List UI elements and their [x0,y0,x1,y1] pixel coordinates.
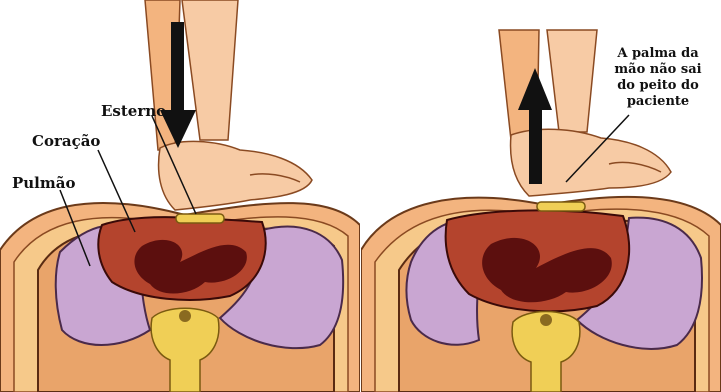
label-esterno: Esterno [101,102,166,120]
hand [159,141,312,210]
spinal-canal [540,314,552,326]
arrow-shaft [529,108,542,184]
palm-note-line-4: paciente [604,94,712,110]
sternum [537,202,585,211]
palm-note-line-1: A palma da [604,46,712,62]
torso-cross-section [0,203,360,392]
rescuer-hands [145,0,312,210]
compression-panel: Esterno Coração Pulmão [0,0,360,392]
spinal-canal [179,310,191,322]
compression-illustration [0,0,360,392]
sternum [176,214,224,223]
forearm-right [547,30,597,132]
palm-note-line-2: mão não sai [604,62,712,78]
torso-cross-section [361,197,721,392]
palm-note-line-3: do peito do [604,78,712,94]
arrow-shaft [171,22,184,114]
label-pulmao: Pulmão [12,174,75,192]
label-coracao: Coração [32,132,100,150]
palm-note: A palma da mão não sai do peito do pacie… [604,46,712,110]
